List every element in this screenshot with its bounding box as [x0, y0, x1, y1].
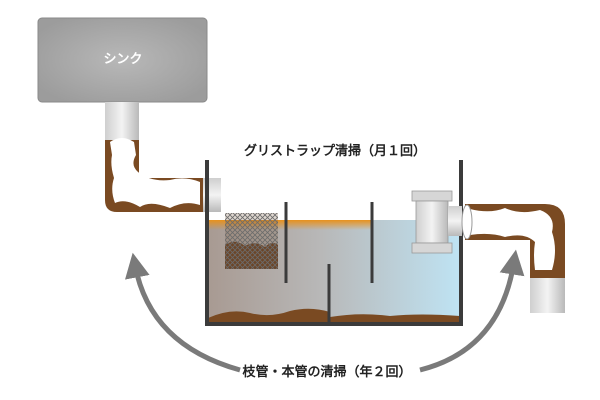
outlet-pipe	[461, 204, 565, 313]
outlet-pipe-down	[530, 278, 565, 313]
trap-fitting	[411, 190, 462, 254]
grease-trap-cleaning-label: グリストラップ清掃（月１回）	[244, 143, 426, 159]
tank-wall	[205, 160, 463, 326]
sludge-left	[208, 308, 330, 322]
inlet-pipe	[105, 102, 221, 212]
outlet-pipe-clear	[470, 208, 555, 270]
left-arrow-icon	[125, 252, 241, 373]
grease-trap-tank	[205, 160, 463, 326]
pipe-cleaning-label: 枝管・本管の清掃（年２回）	[241, 364, 411, 380]
right-arrow-icon	[419, 249, 525, 373]
sink-label: シンク	[103, 52, 142, 67]
inlet-pipe-vertical	[105, 102, 139, 142]
inlet-pipe-clear	[110, 138, 200, 208]
sink: シンク	[37, 17, 208, 103]
strainer-mesh	[225, 213, 278, 269]
grease-layer	[208, 220, 372, 230]
sludge-right	[330, 314, 460, 322]
outlet-pipe-opening	[461, 204, 473, 240]
